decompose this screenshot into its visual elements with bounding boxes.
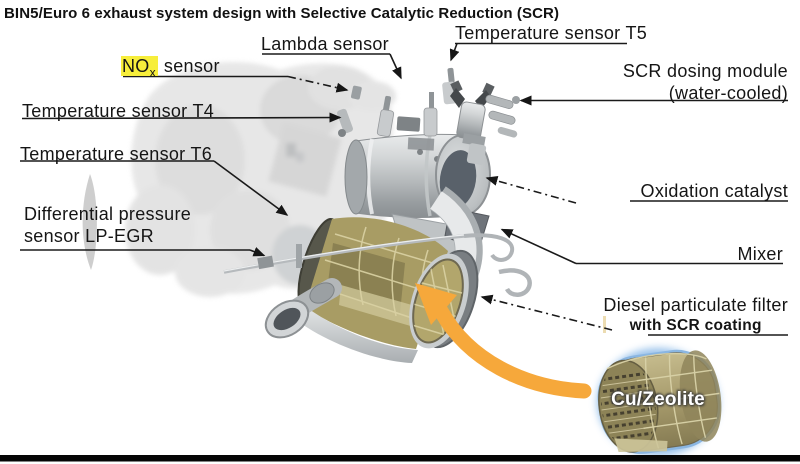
scr-catalyst-canister <box>344 133 491 218</box>
diff-pressure-line1: Differential pressure <box>24 204 192 224</box>
label-temperature-sensor-t5: Temperature sensor T5 <box>455 23 648 43</box>
label-oxidation-catalyst: Oxidation catalyst <box>640 181 788 201</box>
egr-pipe <box>223 233 532 297</box>
page-title: BIN5/Euro 6 exhaust system design with S… <box>4 5 560 22</box>
leader-dpf-arrow <box>480 294 613 331</box>
exhaust-outlet-flange <box>264 278 342 339</box>
sensor-stubs <box>337 67 457 137</box>
dpf-line2: with SCR coating <box>629 317 762 334</box>
leader-temp-t4-arrow <box>21 112 342 123</box>
leader-temp-t6-arrow <box>213 160 289 216</box>
label-mixer: Mixer <box>737 244 783 264</box>
dpf-line1: Diesel particulate filter <box>603 295 788 315</box>
leader-temp-t5-arrow <box>449 43 460 62</box>
cu-zeolite-graphic <box>595 348 722 456</box>
nox-highlight: NOx <box>121 56 158 80</box>
label-scr-dosing-module: SCR dosing module (water-cooled) <box>623 60 788 104</box>
fan-crescent <box>82 174 97 270</box>
scr-dosing-line1: SCR dosing module <box>622 61 788 81</box>
leader-lines <box>20 42 788 336</box>
leader-mixer-arrow <box>500 228 577 265</box>
leader-nox-sensor-arrow <box>287 75 349 93</box>
label-temperature-sensor-t4: Temperature sensor T4 <box>22 101 215 121</box>
scr-dosing-module-graphic <box>450 80 520 165</box>
leader-oxidation-arrow <box>485 176 577 204</box>
nox-subscript: x <box>149 65 156 80</box>
label-dpf: Diesel particulate filter with SCR coati… <box>603 294 788 336</box>
nox-text: NO <box>122 56 150 76</box>
bottom-bar <box>0 455 800 462</box>
leader-diff-pressure-arrow <box>249 247 266 257</box>
label-temperature-sensor-t6: Temperature sensor T6 <box>20 144 213 164</box>
diff-pressure-line2: sensor LP-EGR <box>24 226 154 246</box>
caption-tick <box>603 316 606 333</box>
leader-lambda-sensor-arrow <box>389 53 402 80</box>
orange-arrow <box>415 283 592 399</box>
nox-sensor-text: sensor <box>163 56 220 76</box>
label-diff-pressure-sensor: Differential pressure sensor LP-EGR <box>24 203 191 247</box>
scr-dosing-line2: (water-cooled) <box>668 83 788 103</box>
label-cu-zeolite: Cu/Zeolite <box>611 389 705 410</box>
label-lambda-sensor: Lambda sensor <box>261 34 389 54</box>
